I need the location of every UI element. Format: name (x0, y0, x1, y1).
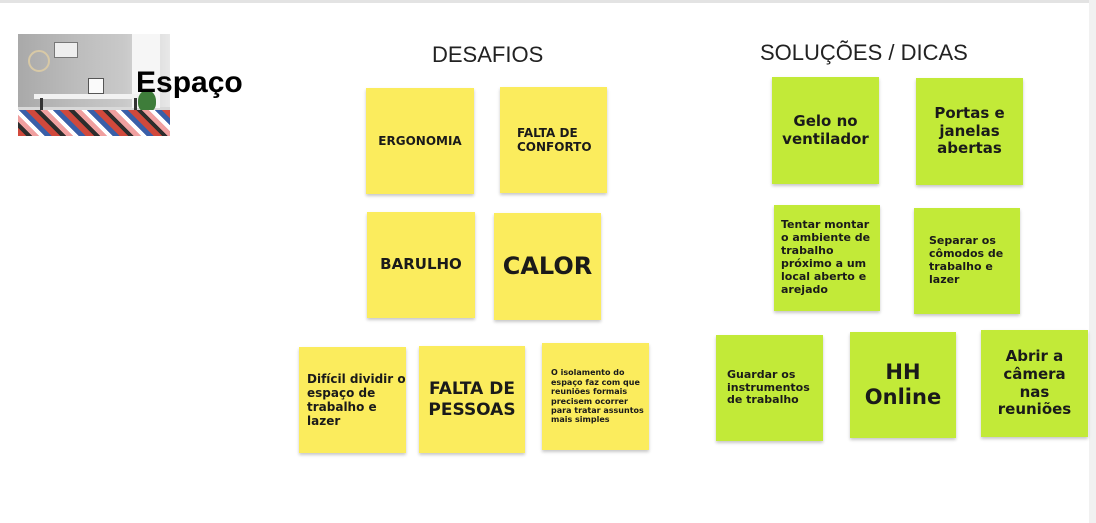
sticky-note-gelo-ventilador[interactable]: Gelo no ventilador (772, 77, 879, 184)
sticky-note-text: O isolamento do espaço faz com que reuni… (551, 368, 644, 425)
sticky-note-text: FALTA DE PESSOAS (428, 379, 516, 420)
solucoes-heading: SOLUÇÕES / DICAS (760, 40, 968, 65)
sticky-note-text: Guardar os instrumentos de trabalho (727, 367, 810, 407)
sticky-note-text: Gelo no ventilador (782, 111, 869, 148)
sticky-note-isolamento[interactable]: O isolamento do espaço faz com que reuni… (542, 343, 649, 450)
sticky-note-text: Abrir a câmera nas reuniões (997, 347, 1072, 419)
scrollbar-track[interactable] (1089, 0, 1096, 523)
photo-wall-frame (28, 50, 50, 72)
sticky-note-text: FALTA DE CONFORTO (517, 125, 592, 154)
photo-desk (34, 94, 144, 99)
workspace-photo[interactable] (18, 34, 170, 136)
sticky-note-dificil-dividir[interactable]: Difícil dividir o espaço de trabalho e l… (299, 347, 406, 453)
sticky-note-ergonomia[interactable]: ERGONOMIA (366, 88, 474, 194)
sticky-note-montar-ambiente[interactable]: Tentar montar o ambiente de trabalho pró… (774, 205, 880, 311)
sticky-note-text: Portas e janelas abertas (934, 103, 1005, 158)
sticky-note-text: Tentar montar o ambiente de trabalho pró… (781, 218, 871, 296)
sticky-note-text: Difícil dividir o espaço de trabalho e l… (307, 371, 406, 429)
sticky-note-barulho[interactable]: BARULHO (367, 212, 475, 318)
photo-desk-leg (134, 98, 137, 112)
sticky-note-text: BARULHO (380, 255, 462, 274)
sticky-note-hh-online[interactable]: HH Online (850, 332, 956, 438)
sticky-note-separar-comodos[interactable]: Separar os cômodos de trabalho e lazer (914, 208, 1020, 314)
sticky-note-falta-pessoas[interactable]: FALTA DE PESSOAS (419, 346, 525, 453)
sticky-note-calor[interactable]: CALOR (494, 213, 601, 320)
sticky-note-falta-conforto[interactable]: FALTA DE CONFORTO (500, 87, 607, 193)
board-title: Espaço (136, 66, 243, 99)
sticky-note-text: Separar os cômodos de trabalho e lazer (929, 234, 1004, 286)
sticky-note-guardar-instrumentos[interactable]: Guardar os instrumentos de trabalho (716, 335, 823, 441)
desafios-heading: DESAFIOS (432, 42, 544, 67)
sticky-note-portas-janelas[interactable]: Portas e janelas abertas (916, 78, 1023, 185)
photo-plant (138, 90, 156, 112)
sticky-note-abrir-camera[interactable]: Abrir a câmera nas reuniões (981, 330, 1088, 437)
photo-rug (18, 110, 170, 136)
sticky-note-text: ERGONOMIA (378, 133, 462, 148)
top-divider (0, 0, 1090, 3)
sticky-note-text: HH Online (864, 360, 942, 409)
sticky-note-text: CALOR (502, 252, 593, 281)
photo-wall-picture (54, 42, 78, 58)
photo-desk-leg (40, 98, 43, 112)
photo-monitor (88, 78, 104, 94)
